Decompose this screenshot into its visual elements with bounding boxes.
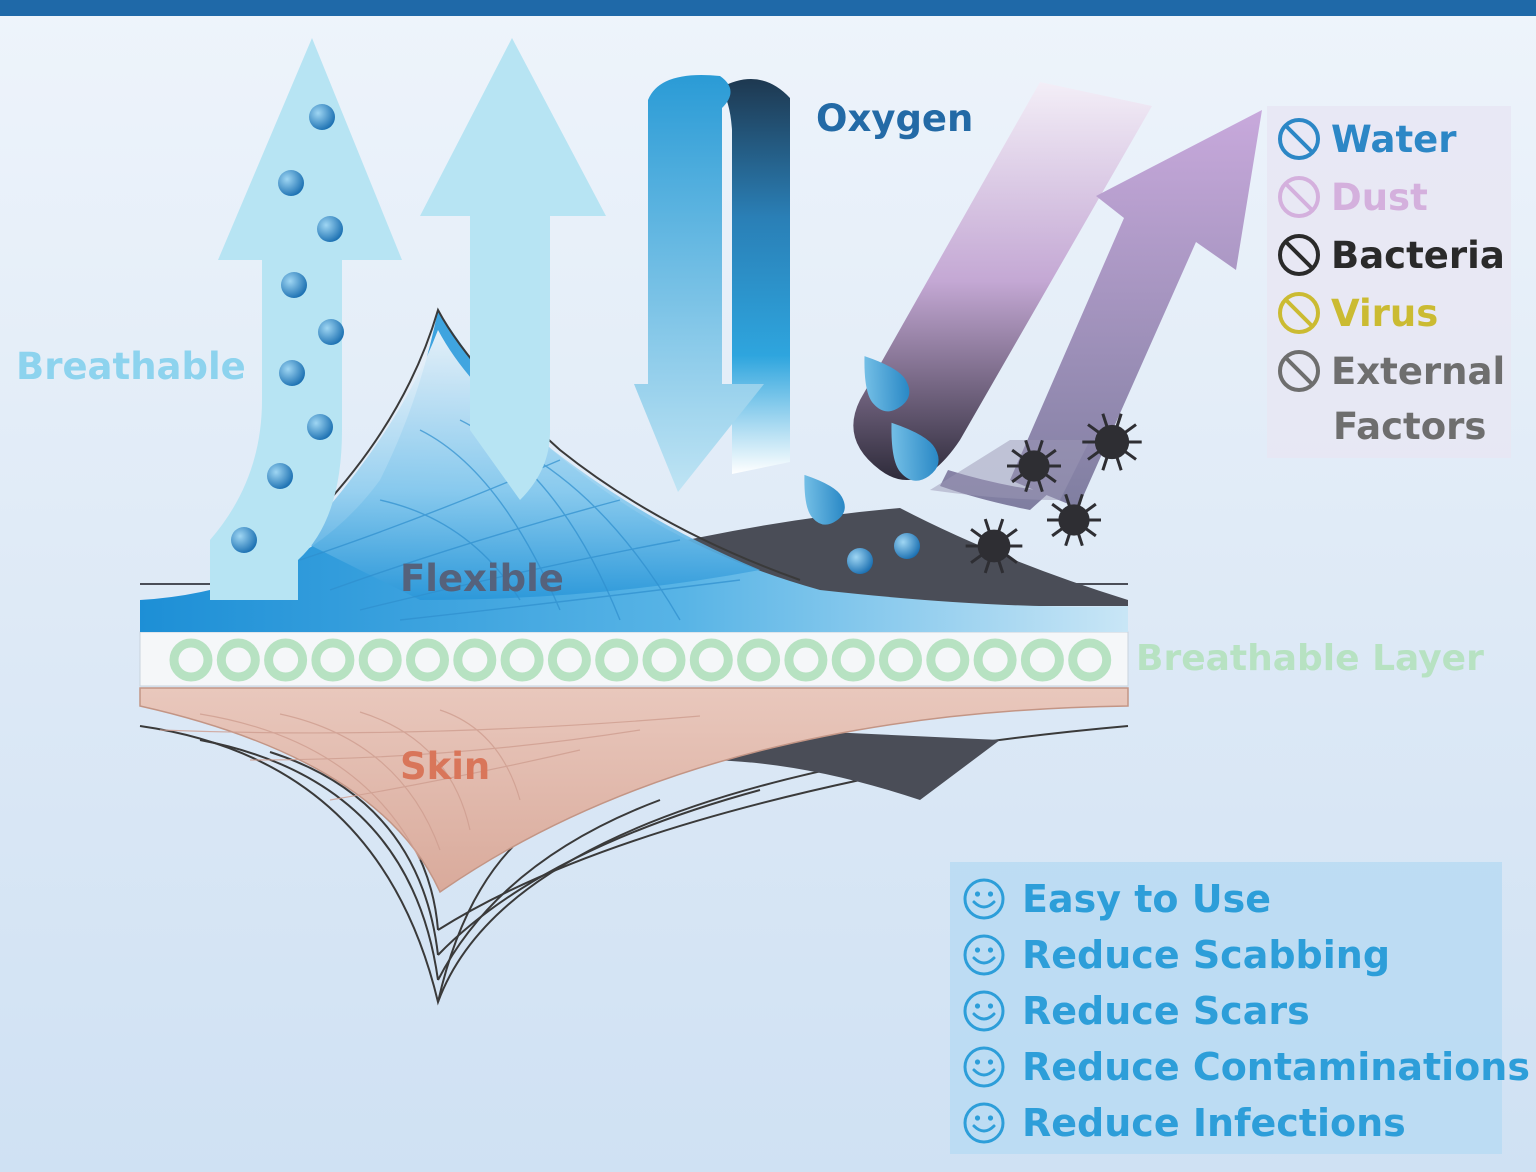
breathable-ring (689, 638, 733, 682)
benefit-item: Reduce Infections (962, 1098, 1406, 1148)
breathable-arrow-right (420, 38, 606, 500)
breathable-ring (216, 638, 260, 682)
skin-layer (139, 687, 1129, 894)
water-drop (864, 356, 910, 412)
moisture-dot (317, 216, 343, 242)
moisture-dot (279, 360, 305, 386)
breathable-ring (406, 638, 449, 682)
moisture-dot (318, 319, 344, 345)
benefit-item: Reduce Scars (962, 986, 1310, 1036)
moisture-dot (278, 170, 304, 196)
blocked-item-bacteria: Bacteria (1277, 230, 1505, 280)
moisture-dot (231, 527, 257, 553)
breathable-ring (264, 638, 308, 682)
label-breathable: Breathable (16, 345, 246, 388)
prohibited-icon (1278, 118, 1320, 160)
breathable-ring (784, 638, 828, 682)
oxygen-arrow-return (720, 79, 790, 474)
moisture-dot (847, 548, 873, 574)
blocked-item-external: External (1277, 346, 1505, 396)
label-skin: Skin (400, 745, 491, 788)
breathable-ring (547, 638, 591, 682)
smiley-icon (963, 1046, 1005, 1088)
breathable-ring (737, 638, 781, 682)
water-drops (804, 356, 939, 525)
prohibited-icon (1278, 234, 1320, 276)
blocked-label: Dust (1331, 175, 1428, 219)
blocked-label: Water (1331, 117, 1457, 161)
blocked-label: Virus (1331, 291, 1439, 335)
breathable-ring (453, 638, 497, 682)
moisture-dot (894, 533, 920, 559)
blocked-item-dust: Dust (1277, 172, 1428, 222)
breathable-ring (358, 638, 402, 682)
breathable-ring (169, 638, 213, 682)
benefit-label: Easy to Use (1022, 877, 1271, 921)
bacteria-particle (965, 518, 1023, 574)
oxygen-arrow-down (634, 75, 764, 492)
breathable-ring (311, 638, 355, 682)
bacteria-particle (1007, 439, 1061, 493)
moisture-dot (281, 272, 307, 298)
bacteria-particle (1047, 493, 1101, 547)
label-breathable-layer: Breathable Layer (1136, 638, 1484, 679)
prohibited-icon (1278, 176, 1320, 218)
breathable-ring (1068, 638, 1112, 682)
smiley-icon (963, 990, 1005, 1032)
benefit-label: Reduce Infections (1022, 1101, 1406, 1145)
moisture-dot (267, 463, 293, 489)
breathable-layer-rings (169, 638, 1112, 682)
breathable-ring (1020, 638, 1064, 682)
barrier-arrow-back (853, 82, 1152, 480)
benefit-item: Reduce Scabbing (962, 930, 1390, 980)
breathable-ring (595, 638, 639, 682)
prohibited-icon (1278, 292, 1320, 334)
moisture-dot (307, 414, 333, 440)
water-drop (891, 422, 939, 481)
blocked-item-virus: Virus (1277, 288, 1438, 338)
prohibited-icon (1278, 350, 1320, 392)
smiley-icon (963, 934, 1005, 976)
benefit-label: Reduce Scars (1022, 989, 1310, 1033)
skin-grid (159, 709, 701, 861)
benefit-item: Easy to Use (962, 874, 1271, 924)
breathable-ring (500, 638, 544, 682)
breathable-ring (879, 638, 922, 682)
breathable-ring (973, 638, 1017, 682)
blocked-factors-panel: Water Dust Bacteria Virus External Facto… (1267, 106, 1511, 458)
benefit-item: Reduce Contaminations (962, 1042, 1530, 1092)
benefit-label: Reduce Contaminations (1022, 1045, 1530, 1089)
water-drop (804, 474, 845, 525)
blocked-label: External (1331, 349, 1506, 393)
barrier-arrow-front (940, 110, 1262, 510)
blocked-continuation: Factors (1333, 405, 1487, 448)
blocked-label: Bacteria (1331, 233, 1505, 277)
smiley-icon (963, 878, 1005, 920)
breathable-ring (926, 638, 970, 682)
breathable-ring (831, 638, 875, 682)
top-bar (0, 0, 1536, 16)
smiley-icon (963, 1102, 1005, 1144)
moisture-dots (231, 104, 920, 574)
blocked-item-water: Water (1277, 114, 1457, 164)
breathable-ring (642, 638, 686, 682)
label-flexible: Flexible (400, 557, 564, 600)
bacteria-particles (965, 413, 1142, 574)
benefit-label: Reduce Scabbing (1022, 933, 1391, 977)
benefits-panel: Easy to Use Reduce Scabbing Reduce Scars… (950, 862, 1530, 1154)
label-oxygen: Oxygen (816, 97, 974, 140)
moisture-dot (309, 104, 335, 130)
breathable-arrow-left (210, 38, 402, 600)
bacteria-particle (1082, 413, 1142, 471)
